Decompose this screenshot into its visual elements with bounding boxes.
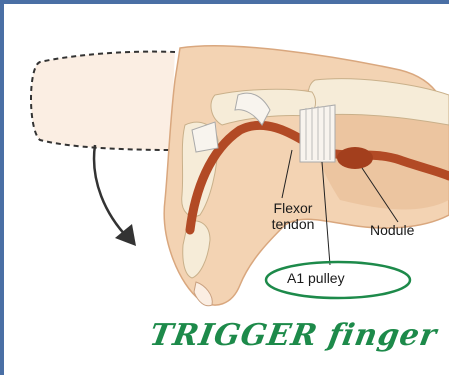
extended-finger-outline [31,52,175,150]
flexor-label-line2: tendon [262,216,324,232]
flexor-label-line1: Flexor [262,200,324,216]
flexion-arrow [94,145,130,240]
a1-pulley-label: A1 pulley [287,270,345,286]
nodule-label: Nodule [370,222,414,238]
flexor-tendon-label: Flexor tendon [262,200,324,232]
handwritten-note: TRIGGER finger [147,318,440,353]
nodule [337,147,373,169]
